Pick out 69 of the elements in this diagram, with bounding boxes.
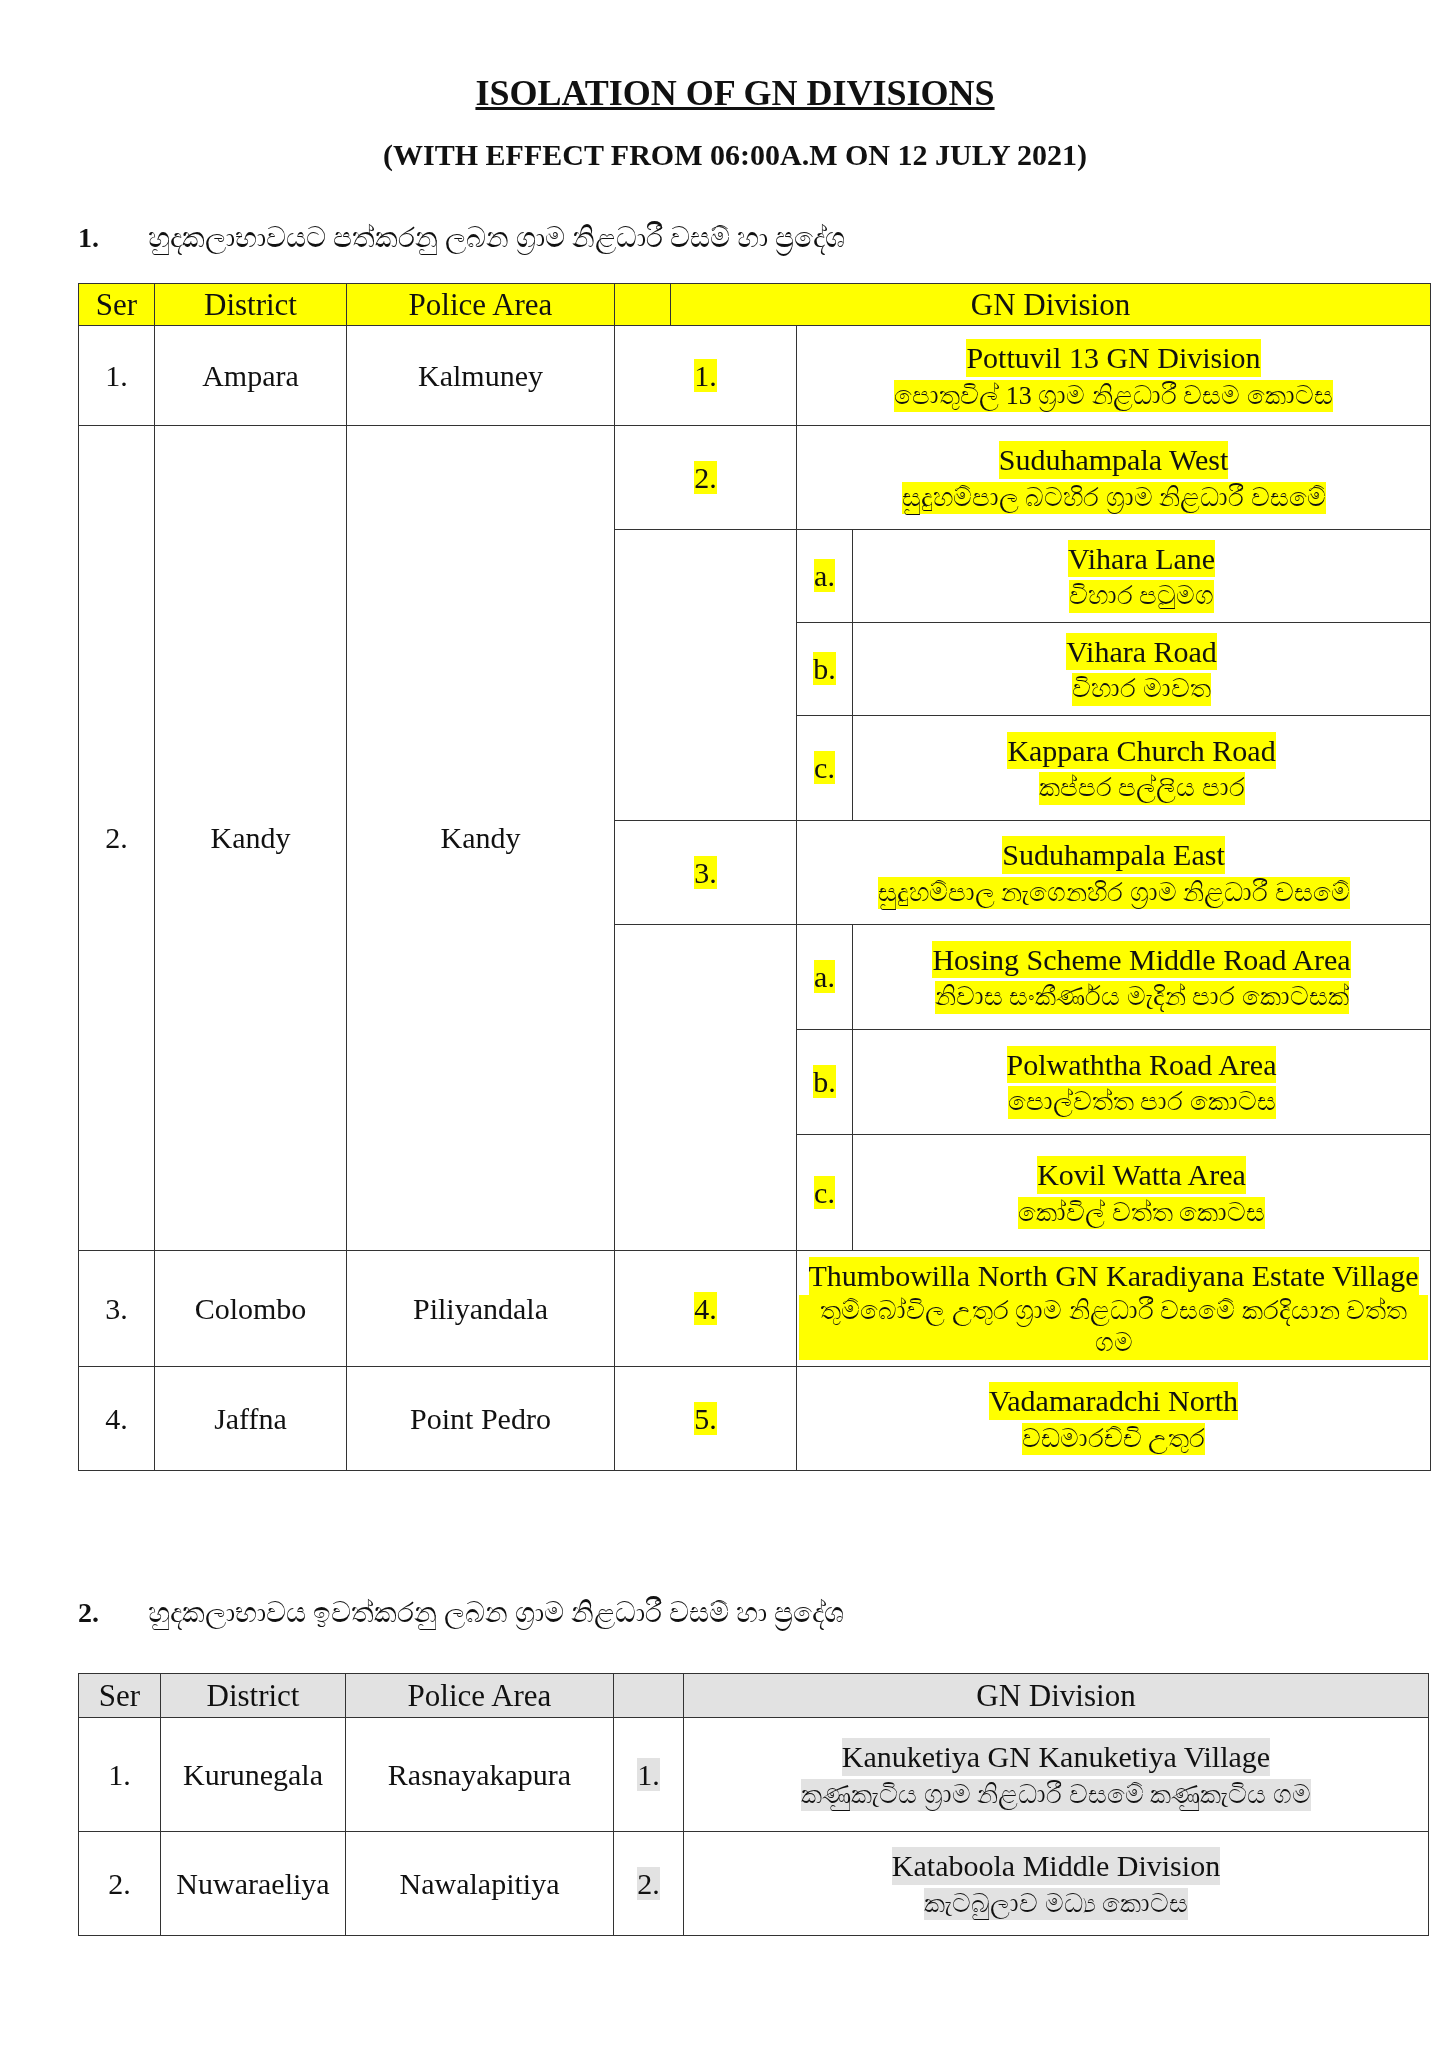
item-number: 4. xyxy=(694,1291,717,1325)
division-name: Kanuketiya GN Kanuketiya Village xyxy=(841,1738,1271,1776)
division-name-sinhala: කැටබුලාව මධ්‍ය කොටස xyxy=(924,1887,1188,1920)
division-name: Suduhampala East xyxy=(1002,836,1225,874)
division-name: Vihara Lane xyxy=(1067,539,1216,577)
serial-number: 1. xyxy=(108,1757,131,1791)
district-name: Nuwaraeliya xyxy=(176,1866,330,1900)
division-name: Pottuvil 13 GN Division xyxy=(966,339,1261,377)
district-name: Colombo xyxy=(194,1291,307,1325)
division-name: Thumbowilla North GN Karadiyana Estate Village xyxy=(808,1257,1419,1295)
division-name-sinhala: සුදුහම්පාල බටහිර ග්‍රාම නිළධාරී වසමේ xyxy=(901,481,1326,514)
police-area-name: Point Pedro xyxy=(410,1401,551,1435)
item-number: b. xyxy=(813,1065,836,1098)
division-name: Suduhampala West xyxy=(998,441,1229,479)
division-name: Vihara Road xyxy=(1066,632,1217,670)
district-name: Kurunegala xyxy=(183,1757,323,1791)
division-name-sinhala: විහාර පටුමග xyxy=(1068,580,1215,613)
item-number: a. xyxy=(814,960,835,993)
column-header: Police Area xyxy=(407,1677,552,1713)
column-header: GN Division xyxy=(970,286,1131,322)
item-number: 2. xyxy=(694,460,717,494)
subtitle: (WITH EFFECT FROM 06:00A.M ON 12 JULY 2021) xyxy=(382,138,1088,172)
police-area-name: Nawalapitiya xyxy=(399,1866,560,1900)
police-area-name: Kalmuney xyxy=(418,358,543,392)
item-number: 1. xyxy=(637,1757,660,1791)
police-area-name: Piliyandala xyxy=(413,1291,548,1325)
item-number: b. xyxy=(813,652,836,685)
item-number: c. xyxy=(814,1175,835,1209)
serial-number: 3. xyxy=(105,1291,128,1325)
column-header: Ser xyxy=(98,1677,141,1713)
division-name: Hosing Scheme Middle Road Area xyxy=(932,940,1351,978)
district-name: Kandy xyxy=(210,821,291,854)
division-name-sinhala: පොතුවිල් 13 ග්‍රාම නිළධාරී වසම කොටස xyxy=(894,379,1333,412)
section-number: 1. xyxy=(78,222,100,254)
division-name: Polwaththa Road Area xyxy=(1006,1045,1277,1083)
item-number: 5. xyxy=(694,1401,717,1435)
section-number: 2. xyxy=(78,1597,100,1629)
column-header: GN Division xyxy=(976,1677,1136,1713)
division-name-sinhala: කණුකැටිය ග්‍රාම නිළධාරී වසමේ කණුකැටිය ගම xyxy=(801,1778,1311,1811)
division-name-sinhala: කප්පර පල්ලිය පාර xyxy=(1038,772,1245,805)
serial-number: 2. xyxy=(108,1866,131,1900)
police-area-name: Kandy xyxy=(440,821,521,854)
item-number: 3. xyxy=(694,855,717,889)
column-header: District xyxy=(206,1677,300,1713)
division-name-sinhala: සුදුහම්පාල නැගෙනහිර ග්‍රාම නිළධාරී වසමේ xyxy=(877,876,1350,909)
column-header: Police Area xyxy=(408,286,553,322)
division-name: Kovil Watta Area xyxy=(1037,1156,1246,1194)
item-number: a. xyxy=(814,559,835,592)
division-name-sinhala: නිවාස සංකීර්ණය මැදින් පාර කොටසක් xyxy=(934,981,1349,1014)
district-name: Jaffna xyxy=(214,1401,287,1435)
page-title: ISOLATION OF GN DIVISIONS xyxy=(475,73,995,113)
division-name-sinhala: විහාර මාවත xyxy=(1072,673,1211,706)
column-header: Ser xyxy=(95,286,138,322)
item-number: c. xyxy=(814,751,835,784)
police-area-name: Rasnayakapura xyxy=(387,1757,572,1791)
item-number: 2. xyxy=(637,1866,660,1900)
column-header: District xyxy=(204,286,297,322)
serial-number: 2. xyxy=(105,821,128,854)
division-name: Kataboola Middle Division xyxy=(891,1847,1221,1885)
division-name: Vadamaradchi North xyxy=(988,1382,1239,1420)
serial-number: 1. xyxy=(105,358,128,392)
division-name-sinhala: තුම්බෝවිල උතුර ග්‍රාම නිළධාරී වසමේ කරදියාන වත්ත ගම xyxy=(799,1294,1429,1360)
serial-number: 4. xyxy=(105,1401,128,1435)
division-name: Kappara Church Road xyxy=(1007,731,1276,769)
division-name-sinhala: වඩමාරච්චි උතුර xyxy=(1021,1422,1206,1455)
item-number: 1. xyxy=(694,358,717,392)
division-name-sinhala: කෝවිල් වත්ත කොටස xyxy=(1018,1196,1265,1229)
division-name-sinhala: පොල්වත්ත පාර කොටස xyxy=(1007,1086,1276,1119)
district-name: Ampara xyxy=(202,358,299,392)
